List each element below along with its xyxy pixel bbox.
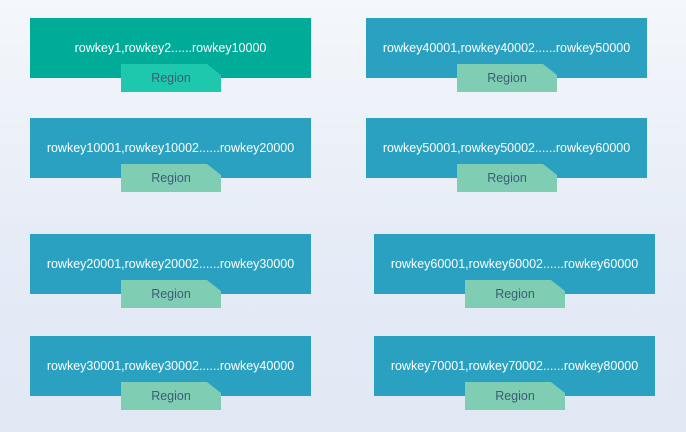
rowkey-range: rowkey10001,rowkey10002......rowkey20000 [46, 141, 295, 155]
region-tag-4[interactable]: Region [121, 382, 221, 410]
region-tag-2[interactable]: Region [121, 164, 221, 192]
region-block-7[interactable]: rowkey60001,rowkey60002......rowkey60000 [374, 234, 655, 294]
rowkey-range: rowkey70001,rowkey70002......rowkey80000 [390, 359, 639, 373]
rowkey-range: rowkey30001,rowkey30002......rowkey40000 [46, 359, 295, 373]
region-tag-7[interactable]: Region [465, 280, 565, 308]
region-tag-6[interactable]: Region [457, 164, 557, 192]
region-tag-5[interactable]: Region [457, 64, 557, 92]
rowkey-range: rowkey40001,rowkey40002......rowkey50000 [382, 41, 631, 55]
region-tag-3[interactable]: Region [121, 280, 221, 308]
rowkey-range: rowkey60001,rowkey60002......rowkey60000 [390, 257, 639, 271]
rowkey-range: rowkey50001,rowkey50002......rowkey60000 [382, 141, 631, 155]
region-tag-1[interactable]: Region [121, 64, 221, 92]
rowkey-range: rowkey20001,rowkey20002......rowkey30000 [46, 257, 295, 271]
region-tag-8[interactable]: Region [465, 382, 565, 410]
rowkey-range: rowkey1,rowkey2......rowkey10000 [74, 41, 267, 55]
